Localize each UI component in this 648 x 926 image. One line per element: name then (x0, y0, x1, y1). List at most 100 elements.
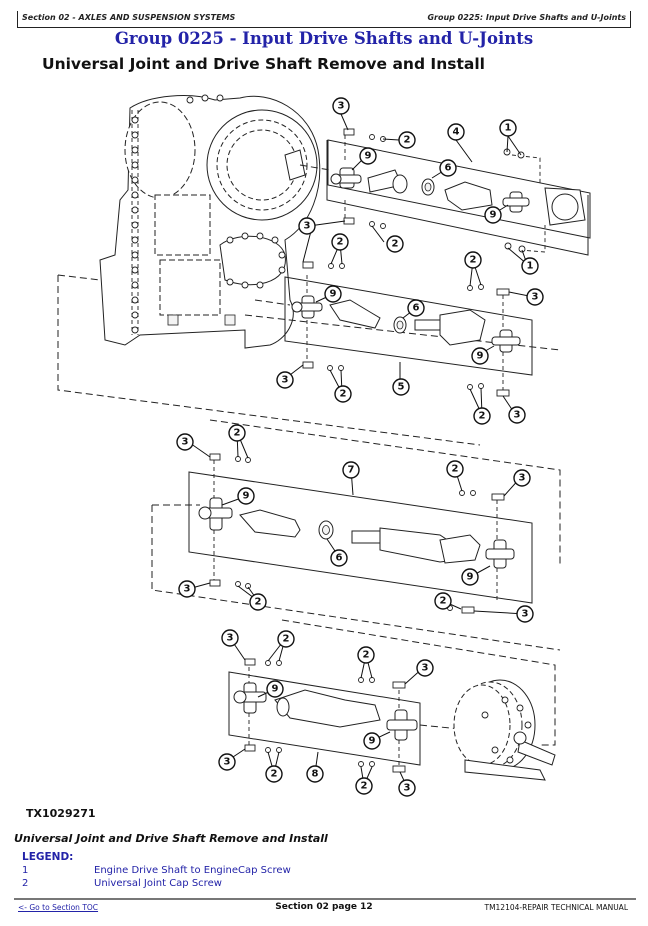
callout: 2 (398, 131, 416, 149)
svg-text:3: 3 (227, 633, 234, 644)
callout: 8 (306, 765, 324, 783)
svg-text:7: 7 (348, 465, 355, 476)
svg-text:9: 9 (365, 151, 372, 162)
go-to-section-toc-link[interactable]: <- Go to Section TOC (18, 903, 99, 912)
manual-name: TM12104-REPAIR TECHNICAL MANUAL (484, 903, 628, 912)
svg-text:2: 2 (363, 650, 370, 661)
figure-id: TX1029271 (26, 807, 96, 820)
svg-text:9: 9 (330, 289, 337, 300)
callout: 9 (363, 732, 381, 750)
transmission-housing (99, 94, 321, 349)
callout: 3 (332, 97, 350, 115)
callout: 6 (439, 159, 457, 177)
svg-text:2: 2 (361, 781, 368, 792)
callout: 1 (499, 119, 517, 137)
page-header: Section 02 - AXLES AND SUSPENSION SYSTEM… (17, 11, 631, 28)
callout: 9 (359, 147, 377, 165)
group-title: Group 0225 - Input Drive Shafts and U-Jo… (114, 29, 534, 48)
svg-text:1: 1 (505, 123, 512, 134)
drive-shaft-4-assembly (299, 128, 591, 256)
page-number: Section 02 page 12 (275, 902, 373, 912)
svg-text:3: 3 (404, 783, 411, 794)
callout: 3 (276, 371, 294, 389)
svg-text:4: 4 (453, 127, 460, 138)
callout: 3 (221, 629, 239, 647)
svg-text:9: 9 (467, 572, 474, 583)
svg-text:3: 3 (304, 221, 311, 232)
legend-item-text: Universal Joint Cap Screw (94, 878, 222, 889)
svg-text:9: 9 (243, 491, 250, 502)
svg-text:3: 3 (422, 663, 429, 674)
callout: 2 (249, 593, 267, 611)
callout: 9 (484, 206, 502, 224)
svg-text:3: 3 (224, 757, 231, 768)
callout: 3 (513, 469, 531, 487)
svg-text:3: 3 (532, 292, 539, 303)
callout: 3 (218, 753, 236, 771)
svg-text:8: 8 (312, 769, 319, 780)
svg-text:2: 2 (392, 239, 399, 250)
callout: 2 (386, 235, 404, 253)
callout: 2 (331, 233, 349, 251)
exploded-view-figure: 3 2 4 1 9 6 9 3 2 1 2 2 3 9 6 9 3 2 5 2 … (57, 94, 591, 797)
callout: 2 (228, 424, 246, 442)
legend-item-number: 2 (22, 878, 29, 889)
callout: 3 (178, 580, 196, 598)
svg-text:3: 3 (184, 584, 191, 595)
svg-text:2: 2 (440, 596, 447, 607)
engine-adapter (453, 679, 556, 781)
callout: 2 (277, 630, 295, 648)
svg-text:2: 2 (452, 464, 459, 475)
legend-heading: LEGEND: (22, 851, 74, 863)
svg-text:3: 3 (519, 473, 526, 484)
drive-shaft-7-assembly (151, 419, 561, 651)
callouts: 3 2 4 1 9 6 9 3 2 1 2 2 3 9 6 9 3 2 5 2 … (176, 97, 544, 797)
svg-text:9: 9 (369, 736, 376, 747)
callout: 2 (446, 460, 464, 478)
callout: 9 (237, 487, 255, 505)
svg-text:2: 2 (271, 769, 278, 780)
callout: 2 (355, 777, 373, 795)
callout: 3 (516, 605, 534, 623)
callout: 3 (398, 779, 416, 797)
svg-text:2: 2 (404, 135, 411, 146)
callout: 3 (526, 288, 544, 306)
svg-text:2: 2 (479, 411, 486, 422)
svg-text:2: 2 (470, 255, 477, 266)
callout: 9 (471, 347, 489, 365)
svg-text:6: 6 (445, 163, 452, 174)
svg-text:3: 3 (514, 410, 521, 421)
svg-text:3: 3 (182, 437, 189, 448)
header-section: Section 02 - AXLES AND SUSPENSION SYSTEM… (22, 13, 236, 22)
callout: 4 (447, 123, 465, 141)
svg-text:9: 9 (272, 684, 279, 695)
callout: 2 (434, 592, 452, 610)
svg-text:9: 9 (477, 351, 484, 362)
footer-divider (14, 898, 636, 900)
callout: 3 (508, 406, 526, 424)
drive-shaft-5-assembly (254, 261, 533, 397)
callout: 7 (342, 461, 360, 479)
figure-caption: Universal Joint and Drive Shaft Remove a… (14, 832, 328, 845)
callout: 2 (464, 251, 482, 269)
callout: 3 (416, 659, 434, 677)
callout: 3 (176, 433, 194, 451)
header-group: Group 0225: Input Drive Shafts and U-Joi… (427, 13, 626, 22)
svg-text:2: 2 (234, 428, 241, 439)
svg-text:3: 3 (338, 101, 345, 112)
callout: 9 (461, 568, 479, 586)
callout: 9 (324, 285, 342, 303)
svg-text:2: 2 (340, 389, 347, 400)
callout: 6 (407, 299, 425, 317)
callout: 3 (298, 217, 316, 235)
callout: 1 (521, 257, 539, 275)
svg-text:6: 6 (336, 553, 343, 564)
svg-text:6: 6 (413, 303, 420, 314)
drive-shaft-8-assembly (228, 619, 556, 781)
svg-text:3: 3 (282, 375, 289, 386)
callout: 9 (266, 680, 284, 698)
svg-text:2: 2 (283, 634, 290, 645)
callout: 2 (473, 407, 491, 425)
svg-text:2: 2 (255, 597, 262, 608)
